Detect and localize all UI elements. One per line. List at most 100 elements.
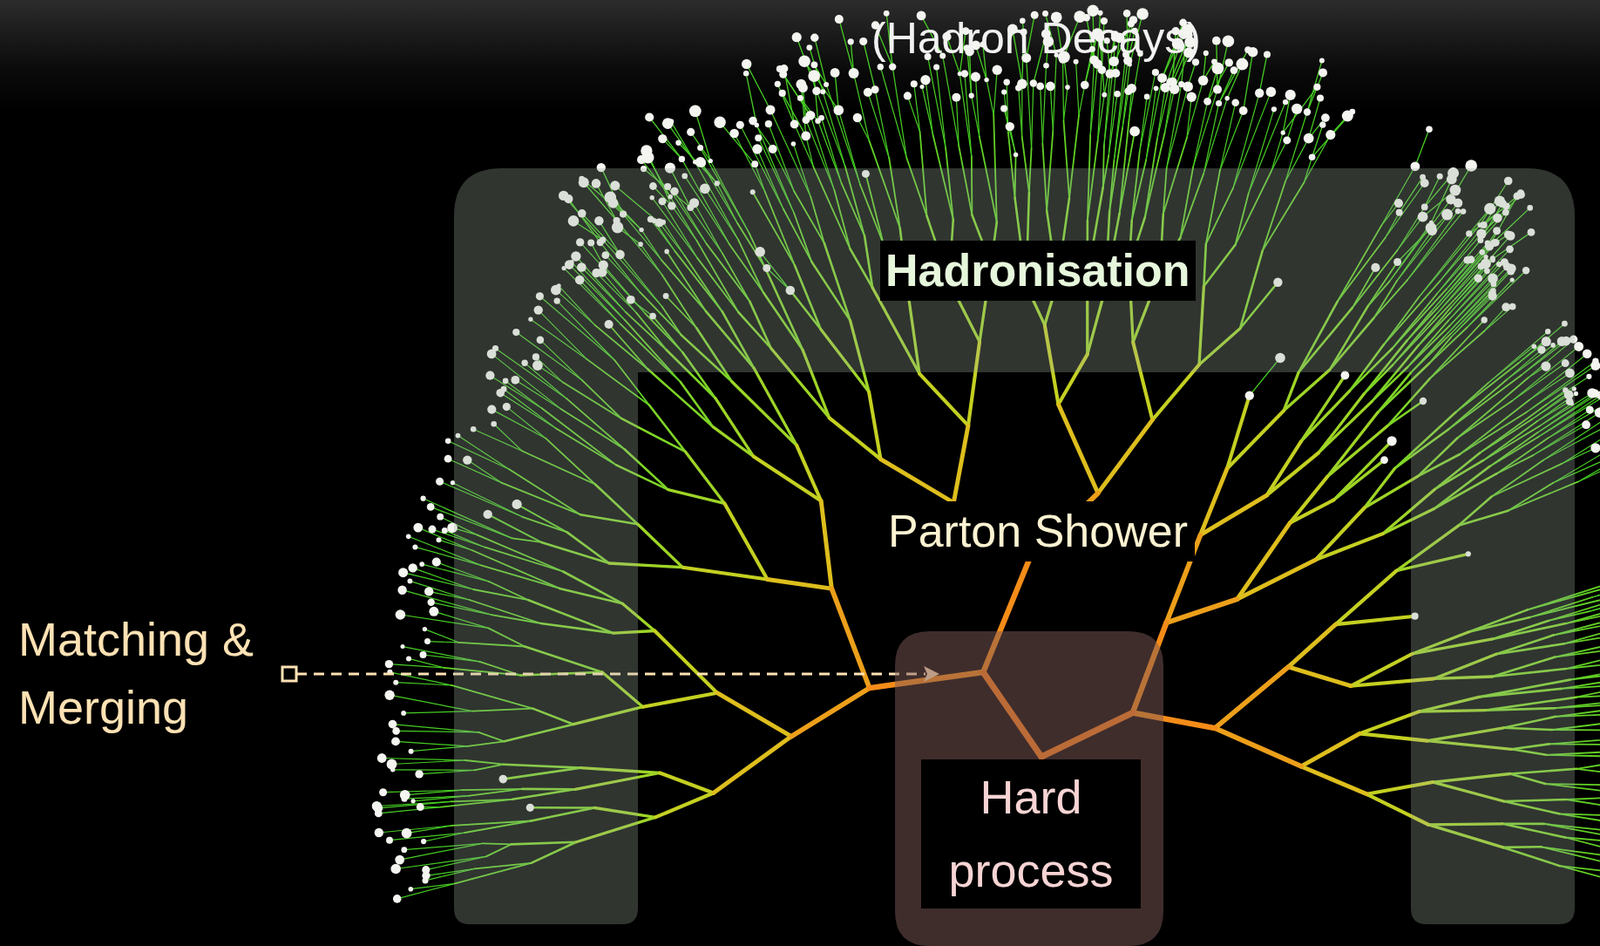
- tree-branch: [695, 110, 712, 161]
- hadron-dot: [1247, 47, 1259, 58]
- hadron-dot: [1271, 106, 1277, 112]
- tree-branch: [1166, 84, 1182, 169]
- hadron-dot: [1303, 133, 1315, 144]
- hadron-dot: [377, 752, 387, 763]
- hadron-dot: [427, 598, 435, 606]
- tree-branch: [659, 772, 713, 794]
- hadron-dot: [1113, 90, 1121, 98]
- hadron-dot: [422, 626, 428, 631]
- tree-branch: [389, 832, 466, 841]
- tree-branch: [1588, 596, 1600, 611]
- tree-branch: [648, 369, 714, 428]
- hadron-dot: [810, 33, 819, 42]
- hadron-dot: [1596, 391, 1600, 400]
- hadron-dot: [1212, 36, 1221, 46]
- hadron-dot: [444, 454, 453, 463]
- tree-branch: [1301, 766, 1367, 794]
- hadron-dot: [413, 522, 423, 533]
- tree-branch: [1026, 57, 1032, 148]
- hadron-dot: [1303, 108, 1311, 116]
- tree-branch: [691, 131, 712, 161]
- hadron-dot: [1016, 79, 1028, 90]
- hadron-dot: [1586, 406, 1594, 414]
- tree-branch: [1289, 499, 1334, 523]
- hadron-dot: [797, 94, 804, 102]
- tree-branch: [1193, 101, 1207, 167]
- hadron-dot: [1225, 58, 1234, 67]
- tree-branch: [1288, 666, 1351, 686]
- tree-branch: [682, 567, 767, 580]
- hadron-dot: [768, 144, 778, 154]
- tree-branch: [1021, 83, 1023, 137]
- tree-branch: [892, 67, 907, 159]
- hadron-dot: [848, 67, 860, 79]
- tree-branch: [976, 76, 980, 137]
- hadron-dot: [970, 72, 981, 82]
- hadron-dot: [806, 44, 813, 51]
- hadron-dot: [1186, 92, 1197, 102]
- hadron-dot: [1198, 75, 1209, 87]
- hadron-dot: [820, 88, 826, 95]
- hadron-dot: [393, 894, 402, 903]
- tree-branch: [724, 502, 767, 579]
- hard-process-shape: [894, 630, 1164, 946]
- hadron-dot: [1169, 83, 1180, 95]
- tree-branch: [993, 69, 997, 116]
- hadron-dot: [920, 84, 925, 89]
- tree-branch: [1334, 440, 1393, 501]
- tree-branch: [1157, 87, 1167, 140]
- tree-branch: [746, 64, 771, 111]
- hadron-dot: [743, 70, 750, 77]
- hadron-dot: [401, 827, 413, 839]
- tree-branch: [1301, 732, 1360, 767]
- tree-branch: [1166, 598, 1237, 623]
- hadron-dot: [436, 536, 442, 543]
- hadron-dot: [416, 802, 425, 811]
- hadron-dot: [637, 155, 646, 164]
- tree-branch: [1040, 86, 1044, 144]
- hadron-dot: [1425, 126, 1433, 134]
- hadron-dot: [445, 437, 452, 444]
- tree-branch: [1288, 623, 1336, 667]
- hadron-dot: [1045, 81, 1056, 92]
- node-title: Hard process: [921, 759, 1141, 909]
- tree-branch: [1064, 87, 1069, 121]
- hadron-dot: [391, 737, 400, 746]
- hadron-dot: [748, 116, 758, 126]
- tree-branch: [767, 579, 833, 590]
- tree-branch: [1098, 69, 1103, 141]
- tree-branch: [854, 73, 870, 142]
- hadron-dot: [428, 525, 437, 534]
- hadronisation-band-shape: [454, 168, 1575, 924]
- hadron-dot: [1064, 84, 1071, 90]
- tree-branch: [1335, 616, 1416, 624]
- tree-branch: [1203, 103, 1220, 175]
- tree-branch: [1315, 533, 1384, 560]
- hadron-dot: [791, 141, 797, 147]
- hadron-dot: [933, 64, 940, 71]
- hadron-dot: [374, 827, 384, 837]
- hadron-dot: [818, 115, 825, 122]
- tree-branch: [379, 825, 453, 833]
- hadron-dot: [1182, 81, 1194, 93]
- tree-branch: [1058, 404, 1099, 494]
- hadron-dot: [668, 118, 675, 125]
- hadron-dot: [435, 477, 444, 486]
- hadron-dot: [400, 644, 406, 649]
- tree-branch: [649, 117, 682, 160]
- hadron-dot: [752, 143, 762, 154]
- hadron-dot: [1215, 100, 1222, 107]
- hadron-dot: [741, 59, 752, 69]
- tree-branch: [717, 692, 792, 737]
- hadron-dot: [388, 719, 398, 729]
- tree-branch: [880, 67, 907, 159]
- hadron-dot: [910, 80, 918, 88]
- tree-branch: [868, 392, 881, 460]
- hadron-dot: [393, 679, 399, 685]
- tree-branch: [1307, 72, 1323, 112]
- hadron-dot: [708, 158, 713, 163]
- hadron-dot: [414, 769, 423, 778]
- hadron-dot: [1203, 97, 1212, 106]
- hadron-dot: [411, 798, 416, 803]
- hadron-dot: [736, 121, 745, 129]
